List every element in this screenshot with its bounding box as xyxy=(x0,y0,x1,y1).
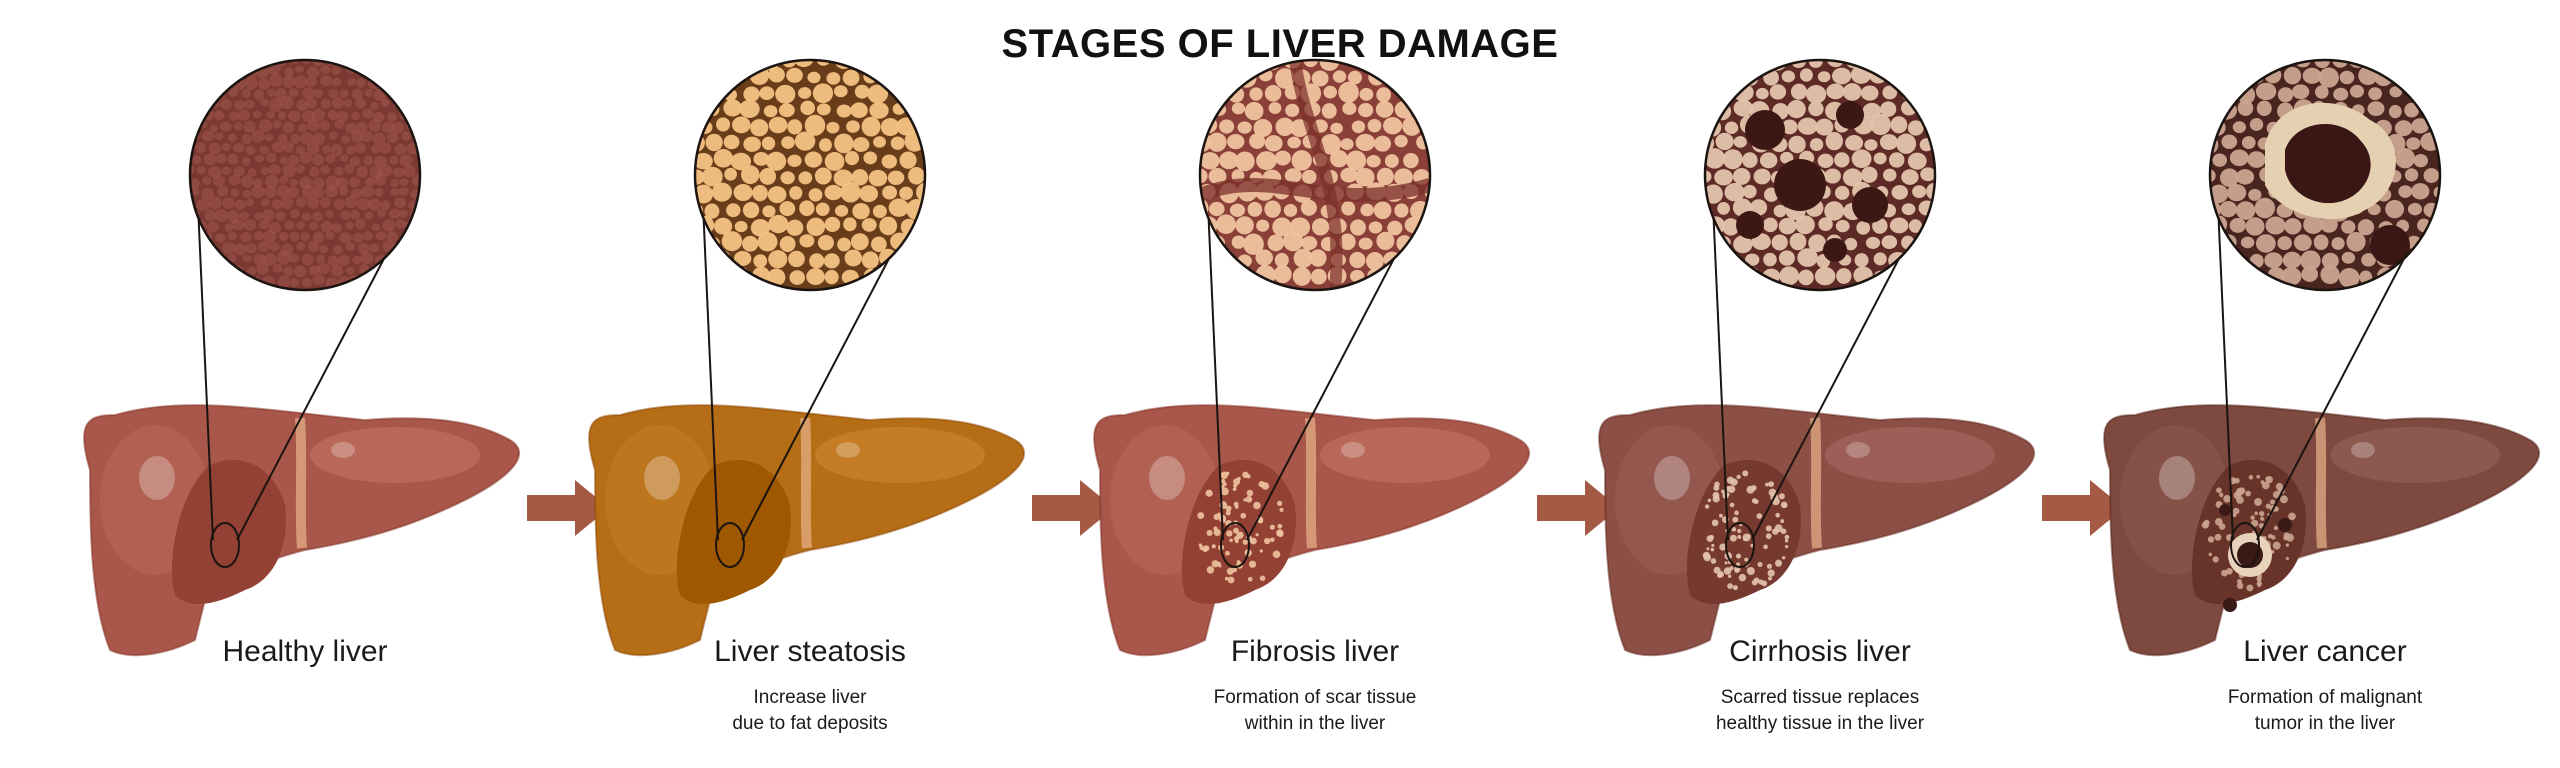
liver-illustration xyxy=(1093,404,1531,657)
stage-description-line: within in the liver xyxy=(1244,713,1386,734)
progression-arrow xyxy=(1537,480,1619,536)
liver-section xyxy=(676,459,791,605)
stage-name: Healthy liver xyxy=(222,635,388,668)
stage-description-line: Scarred tissue replaces xyxy=(1720,687,1920,708)
magnifier-line xyxy=(1712,204,1729,541)
stage-name: Cirrhosis liver xyxy=(1729,635,1911,668)
liver-section xyxy=(171,459,286,605)
stage-description-line: due to fat deposits xyxy=(732,713,888,734)
tissue-magnified-view xyxy=(695,60,925,290)
liver-illustration xyxy=(1598,404,2036,657)
liver-illustration xyxy=(83,404,521,657)
magnifier-focus xyxy=(210,522,240,568)
stage-4 xyxy=(1598,58,2036,657)
stage-description: Scarred tissue replaces healthy tissue in… xyxy=(1640,685,2000,737)
progression-arrow xyxy=(1032,480,1114,536)
stage-name: Liver steatosis xyxy=(714,635,906,668)
magnifier-line xyxy=(197,204,214,541)
stage-name: Liver cancer xyxy=(2243,635,2407,668)
stage-1 xyxy=(83,58,521,657)
magnifier-line xyxy=(1207,204,1224,541)
stage-description-line: Increase liver xyxy=(753,687,867,708)
stage-3 xyxy=(1093,58,1531,657)
magnifier-line xyxy=(2217,204,2234,541)
stage-description-line: tumor in the liver xyxy=(2254,713,2396,734)
tissue-magnified-view xyxy=(2210,60,2440,290)
stage-description-line: healthy tissue in the liver xyxy=(1715,713,1925,734)
progression-arrow xyxy=(2042,480,2124,536)
stage-2 xyxy=(588,58,1026,657)
magnifier-focus xyxy=(715,522,745,568)
magnifier-focus xyxy=(2230,522,2260,568)
liver-illustration xyxy=(588,404,1026,657)
stage-description-line: Formation of malignant xyxy=(2227,687,2423,708)
stage-description-line: Formation of scar tissue xyxy=(1213,687,1417,708)
magnifier-focus xyxy=(1725,522,1755,568)
stage-5 xyxy=(2103,58,2541,657)
magnifier-line xyxy=(702,204,719,541)
progression-arrow xyxy=(527,480,609,536)
tissue-magnified-view xyxy=(1705,60,1935,290)
tissue-circle-outline xyxy=(1703,58,1937,292)
stage-description: Formation of scar tissue within in the li… xyxy=(1135,685,1495,737)
stage-name: Fibrosis liver xyxy=(1230,635,1400,668)
stage-description: Increase liver due to fat deposits xyxy=(630,685,990,737)
tissue-circle-outline xyxy=(2208,58,2442,292)
liver-illustration xyxy=(2103,404,2541,657)
tissue-circle-outline xyxy=(1198,58,1432,292)
tissue-circle-outline xyxy=(188,58,422,292)
stage-description: Formation of malignant tumor in the liver xyxy=(2145,685,2505,737)
diagram-title: STAGES OF LIVER DAMAGE xyxy=(1001,22,1559,66)
magnifier-focus xyxy=(1220,522,1250,568)
tissue-circle-outline xyxy=(693,58,927,292)
